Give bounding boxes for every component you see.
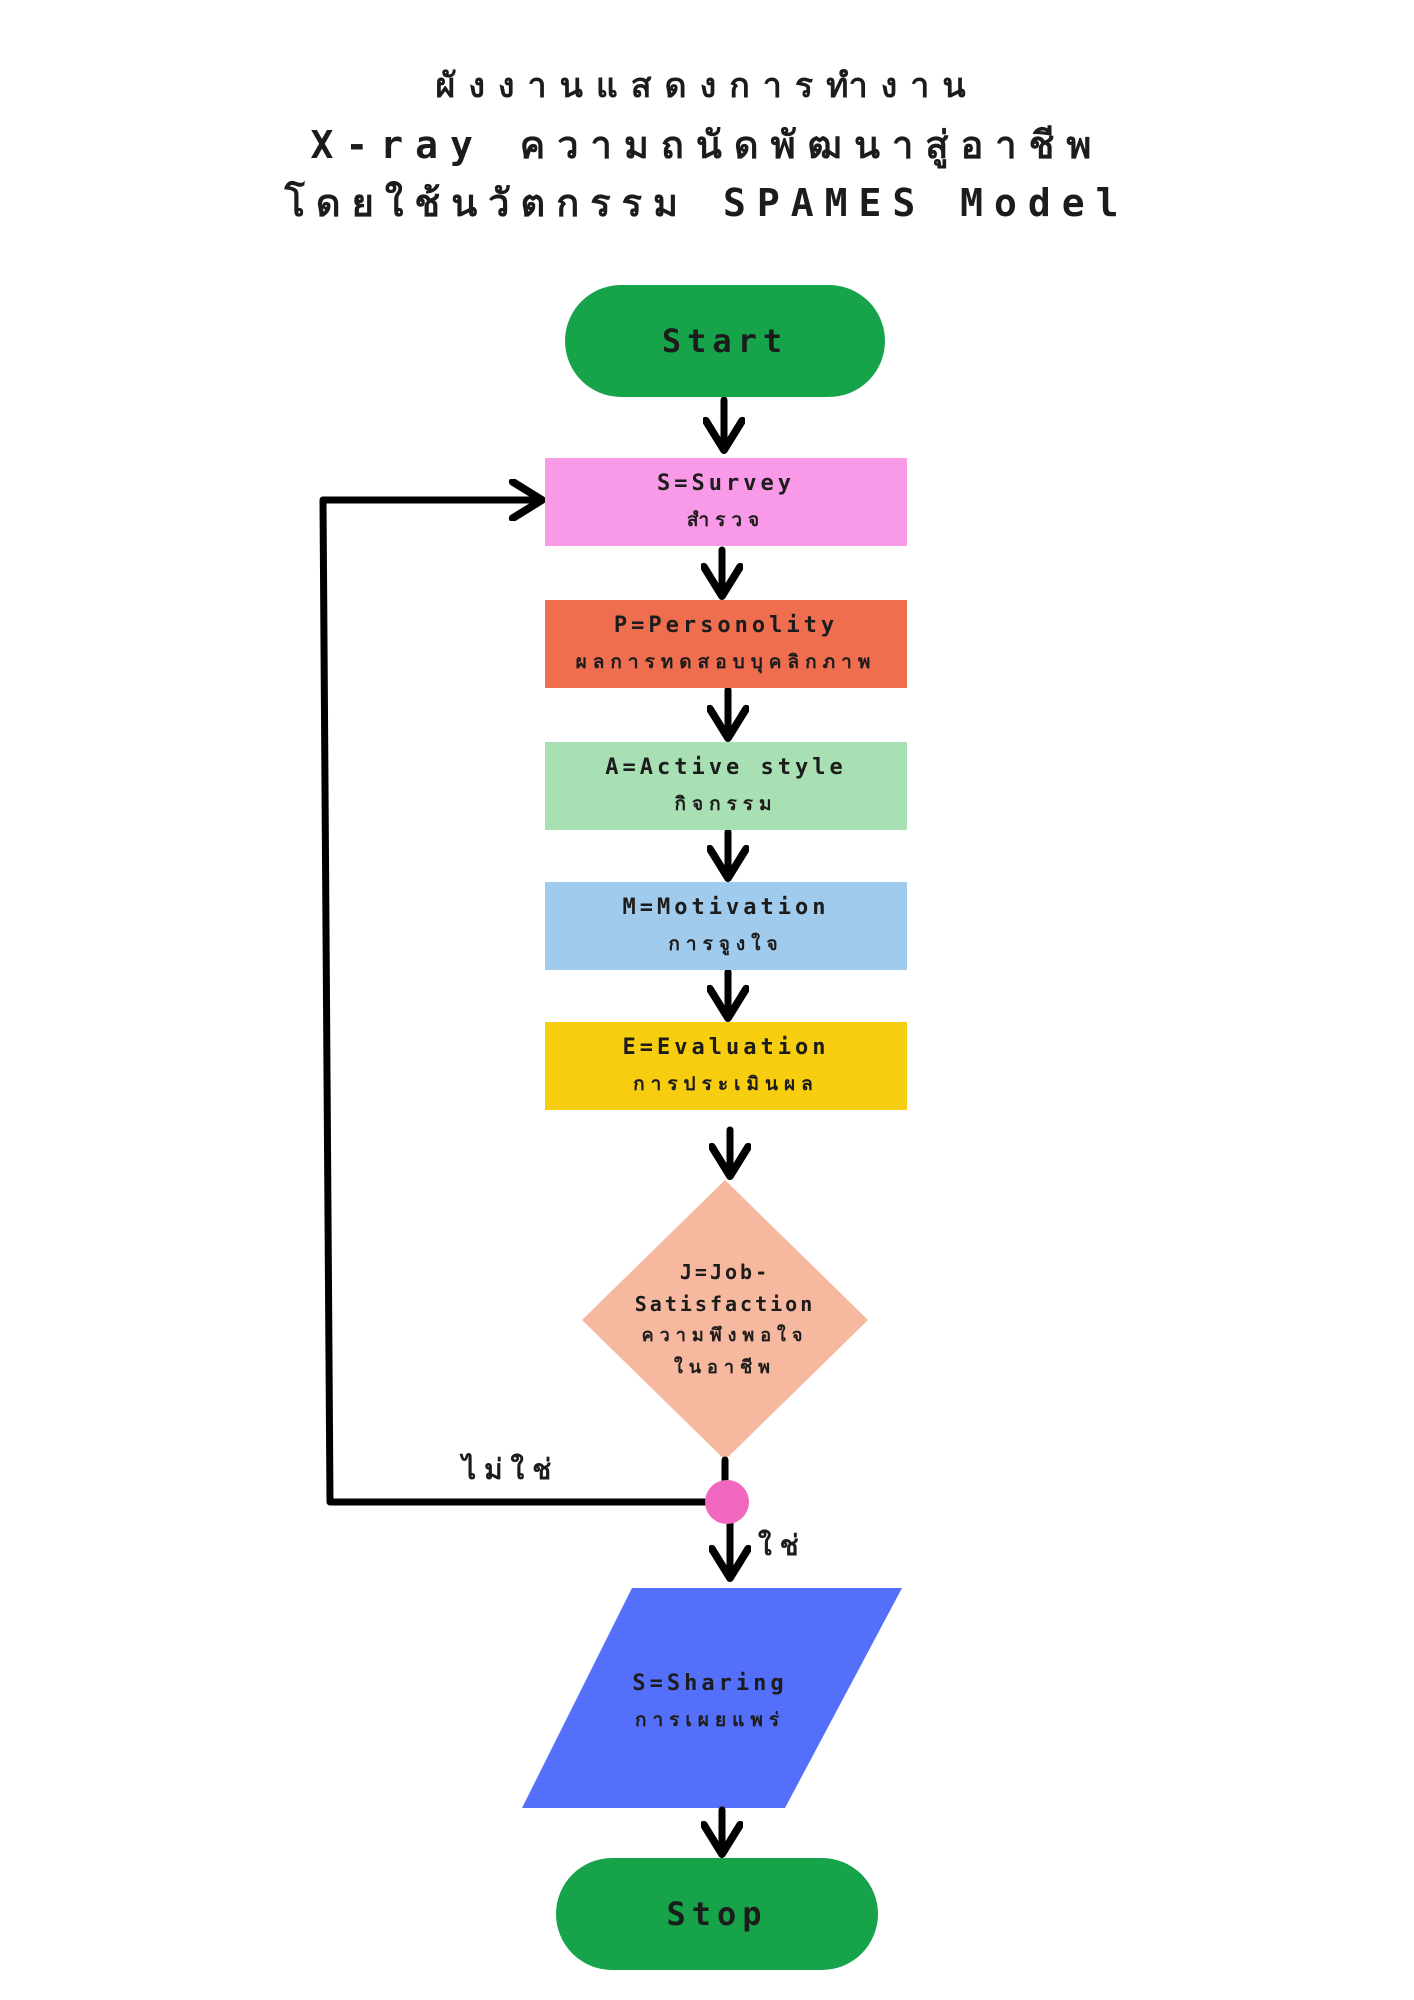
sharing-text: S=Sharing การเผยแพร่ (600, 1664, 820, 1740)
survey-label-th: สำรวจ (686, 509, 766, 531)
title-line-1: ผังงานแสดงการทำงาน (435, 66, 979, 106)
decision-label-th-1: ความพึงพอใจ (641, 1325, 809, 1346)
start-terminal: Start (565, 285, 885, 397)
evaluation-label: E=Evaluation (622, 1035, 830, 1060)
survey-step: S=Survey สำรวจ (545, 458, 907, 546)
evaluation-label-th: การประเมินผล (633, 1073, 819, 1095)
stop-label: Stop (666, 1895, 768, 1933)
active-style-label-th: กิจกรรม (674, 793, 778, 815)
decision-junction-dot (705, 1480, 749, 1524)
decision-text: J=Job- Satisfaction ความพึงพอใจ ในอาชีพ (600, 1250, 850, 1390)
motivation-label-th: การจูงใจ (668, 933, 784, 955)
active-style-label: A=Active style (605, 755, 847, 780)
decision-label-1: J=Job- (679, 1260, 771, 1284)
decision-label-th-2: ในอาชีพ (673, 1357, 777, 1378)
decision-label-2: Satisfaction (634, 1292, 816, 1316)
active-style-step: A=Active style กิจกรรม (545, 742, 907, 830)
start-label: Start (661, 322, 789, 360)
stop-terminal: Stop (556, 1858, 878, 1970)
sharing-label-th: การเผยแพร่ (634, 1709, 786, 1731)
personality-label-th: ผลการทดสอบบุคลิกภาพ (575, 651, 877, 673)
sharing-label: S=Sharing (632, 1671, 788, 1696)
motivation-step: M=Motivation การจูงใจ (545, 882, 907, 970)
evaluation-step: E=Evaluation การประเมินผล (545, 1022, 907, 1110)
title-line-2: X-ray ความถนัดพัฒนาสู่อาชีพ (310, 123, 1104, 167)
decision-diamond (582, 1180, 868, 1460)
personality-label: P=Personolity (613, 613, 839, 638)
loop-back-arrow-no (319, 500, 716, 1506)
survey-label: S=Survey (657, 471, 795, 496)
sharing-parallelogram (522, 1588, 902, 1808)
title-line-3: โดยใช้นวัตกรรม SPAMES Model (284, 181, 1130, 225)
personality-step: P=Personolity ผลการทดสอบบุคลิกภาพ (545, 600, 907, 688)
branch-yes-label: ใช่ (758, 1529, 807, 1562)
motivation-label: M=Motivation (622, 895, 830, 920)
branch-no-label: ไม่ใช่ (462, 1453, 560, 1486)
